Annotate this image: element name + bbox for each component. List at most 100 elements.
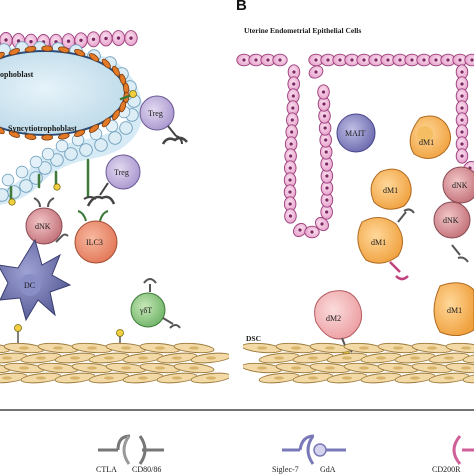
trophoblast-segment [8,130,20,138]
syncytio-bubble [94,138,108,152]
syncytio-bubble [19,179,33,193]
stromal-nucleus [104,376,114,380]
epithelial-nucleus [288,178,292,182]
epithelial-nucleus [325,162,329,166]
dm1-cell-3 [357,208,415,281]
epithelial-nucleus [446,58,450,62]
stromal-nucleus [36,376,46,380]
epithelial-nucleus [460,118,464,122]
stromal-nucleus [19,346,29,350]
stromal-nucleus [172,376,182,380]
gdt-label: γδT [139,306,152,315]
legend-cd200r-icon [452,435,474,465]
diagram-title: Uterine Endometrial Epithelial Cells [244,26,362,35]
stromal-nucleus [2,356,12,360]
epithelial-nucleus [129,36,133,40]
treg-label-2: Treg [114,168,129,177]
stromal-nucleus [376,376,386,380]
stromal-nucleus [461,346,471,350]
epithelial-nucleus [325,210,329,214]
stromal-nucleus [138,376,148,380]
epithelial-nucleus [289,142,293,146]
epithelial-nucleus [460,106,464,110]
trophoblast-segment [112,65,120,77]
dm1-cell-1 [409,115,451,159]
epithelial-nucleus [325,198,329,202]
epithelial-nucleus [410,58,414,62]
epithelial-nucleus [326,58,330,62]
stromal-nucleus [308,356,318,360]
stromal-nucleus [291,366,301,370]
dc-label: DC [24,281,35,290]
trophoblast-segment [101,117,111,128]
legend-gda-icon [313,443,346,457]
dnk-label-r1: dNK [452,181,468,190]
syncytio-bubble [15,165,29,179]
dm1-label-a: dM1 [419,138,434,147]
epithelial-nucleus [79,38,83,42]
syncytio-bubble [38,161,52,175]
syncytio-ligand-knobs [8,90,137,206]
stromal-nucleus [87,366,97,370]
gamma-delta-t-cell [130,278,181,329]
dnk-cell-left [25,197,63,245]
epithelial-nucleus [460,130,464,134]
stromal-nucleus [53,346,63,350]
stromal-nucleus [104,356,114,360]
dm1-label-c: dM1 [371,238,386,247]
epithelial-nucleus [116,36,121,40]
syncytio-bubble [119,121,133,135]
epithelial-nucleus [291,94,295,98]
epithelial-nucleus [242,58,246,62]
stromal-nucleus [70,376,80,380]
epithelial-nucleus [104,36,108,41]
epithelial-nucleus [291,106,295,110]
epithelial-nucleus [321,90,326,94]
trophoblast-segment [0,125,5,135]
stromal-nucleus [308,376,318,380]
stromal-nucleus [257,346,267,350]
stromal-nucleus [342,356,352,360]
dnk-cell-right-1 [442,166,474,204]
epithelial-nucleus [362,58,366,62]
syncytio-bubble [55,139,69,153]
stromal-nucleus [427,366,437,370]
legend-cd80-icon [138,435,164,465]
dendritic-cell [0,233,72,322]
stromal-nucleus [19,366,29,370]
panel-gap [229,336,243,386]
ilc3-cell [74,210,118,264]
trophoblast-segment [112,109,120,121]
stromal-nucleus [206,356,216,360]
trophoblast-segment [88,124,100,133]
trophoblast-segment [88,53,100,62]
epithelial-nucleus [324,150,328,154]
dm1-label-d: dM1 [447,306,462,315]
syncytio-bubble [41,147,55,161]
dm1-cell-4 [433,282,474,336]
dnk-cell-right-2 [433,201,471,263]
mait-cell [336,113,376,153]
epithelial-nucleus [288,190,292,194]
trophoblast-segment [58,46,70,53]
epithelial-nucleus [460,70,464,74]
treg-cell-1 [139,95,188,145]
epithelial-nucleus [289,154,293,158]
syncytio-bubble [29,155,43,169]
epithelial-nucleus [458,58,462,62]
stromal-cell [462,372,474,384]
epithelial-nucleus [288,202,292,206]
epithelial-nucleus [422,58,426,62]
dnk-label-r2: dNK [443,216,459,225]
epithelial-nucleus [292,70,296,74]
epithelial-nucleus [470,58,474,62]
epithelial-nucleus [288,166,292,170]
stromal-nucleus [393,366,403,370]
epithelial-nucleus [314,70,318,74]
stromal-nucleus [444,376,454,380]
legend-cd80-label: CD80/86 [132,465,162,474]
uterine-epithelium [236,53,474,239]
stromal-nucleus [291,346,301,350]
trophoblast-segment [74,129,86,138]
epithelial-nucleus [323,126,327,130]
